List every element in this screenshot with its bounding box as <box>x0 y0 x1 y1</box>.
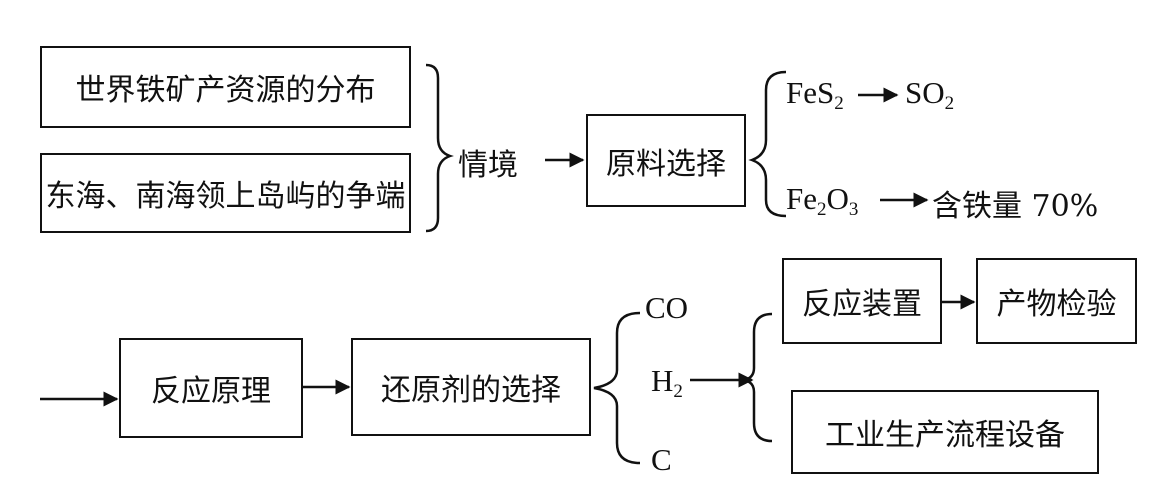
label-co: CO <box>645 290 689 325</box>
formula-fes2: FeS2 <box>786 75 844 114</box>
context-brace <box>425 63 454 233</box>
label-context: 情境 <box>458 148 518 183</box>
label-h2: H2 <box>651 363 683 402</box>
box-island-dispute: 东海、南海领上岛屿的争端 <box>40 153 411 233</box>
material-brace <box>748 70 787 218</box>
box-product-test: 产物检验 <box>976 258 1137 344</box>
box-reaction-device: 反应装置 <box>782 258 942 344</box>
label-fes2-to-so2: FeS2 SO2 <box>786 75 954 115</box>
box-industrial-process-equipment: 工业生产流程设备 <box>791 390 1099 474</box>
formula-so2: SO2 <box>905 75 955 114</box>
box-iron-resource-distribution: 世界铁矿产资源的分布 <box>40 46 411 128</box>
reductant-brace <box>593 311 641 465</box>
label-c: C <box>651 442 672 477</box>
box-raw-material-selection: 原料选择 <box>586 114 746 207</box>
device-brace <box>743 312 773 443</box>
label-fe2o3: Fe2O3 <box>786 181 859 220</box>
box-reaction-principle: 反应原理 <box>119 338 303 438</box>
label-iron-content: 含铁量 70% <box>932 189 1099 224</box>
box-reductant-selection: 还原剂的选择 <box>351 338 591 436</box>
